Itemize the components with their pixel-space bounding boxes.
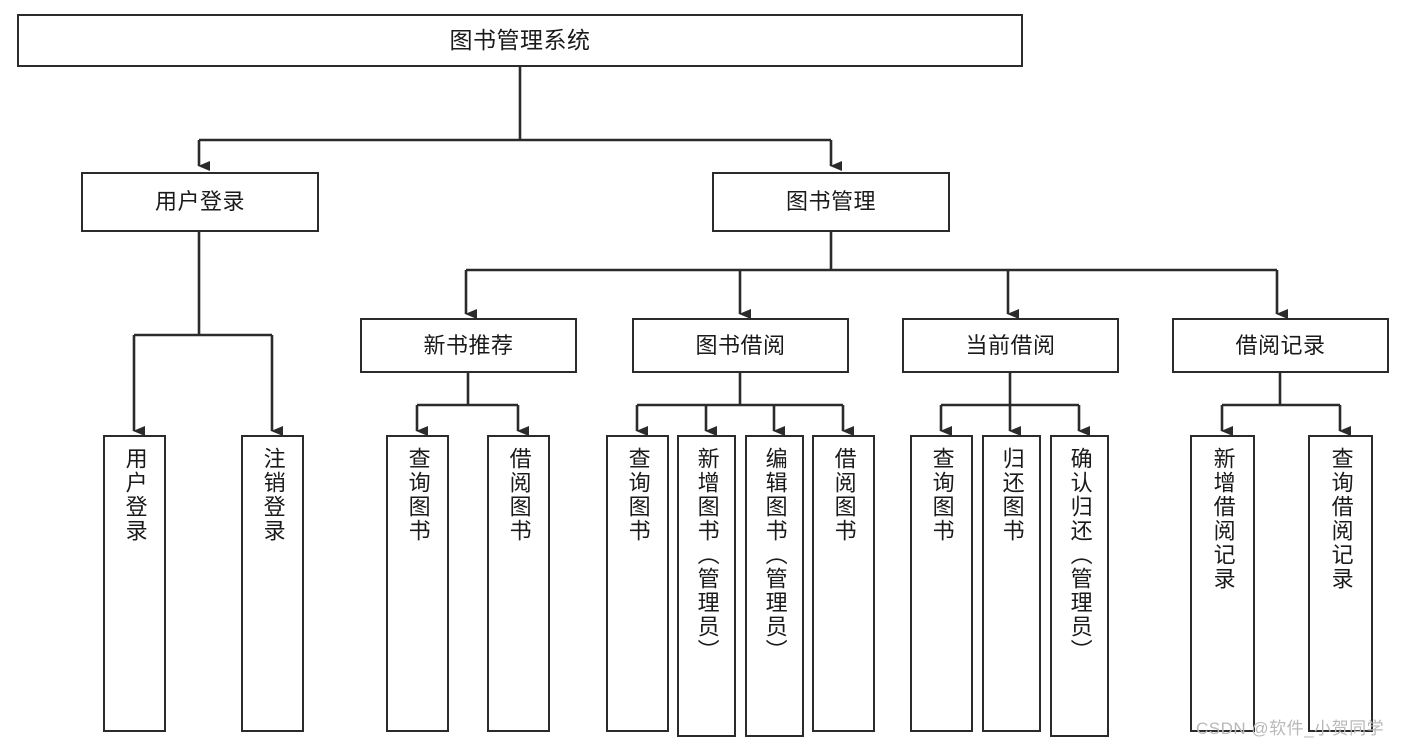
node-label: 查询借阅记录 bbox=[1328, 447, 1354, 591]
node-label: 注销登录 bbox=[260, 447, 286, 543]
node-label: 查询图书 bbox=[929, 447, 955, 543]
csdn-watermark: CSDN @软件_小贺同学 bbox=[1196, 719, 1385, 738]
node-label: 图书管理系统 bbox=[449, 26, 591, 53]
node-root-system[interactable]: 图书管理系统 bbox=[17, 14, 1023, 67]
leaf-current-query-book[interactable]: 查询图书 bbox=[910, 435, 973, 732]
node-label: 用户登录 bbox=[122, 447, 148, 543]
node-label: 借阅图书 bbox=[506, 447, 532, 543]
leaf-borrow-add-book-admin[interactable]: 新增图书（管理员） bbox=[677, 435, 736, 737]
node-label: 新增借阅记录 bbox=[1210, 447, 1236, 591]
node-label: 归还图书 bbox=[999, 447, 1025, 543]
node-book-management[interactable]: 图书管理 bbox=[712, 172, 950, 232]
node-label: 查询图书 bbox=[405, 447, 431, 543]
leaf-recommend-query-book[interactable]: 查询图书 bbox=[386, 435, 449, 732]
node-label: 图书借阅 bbox=[695, 332, 786, 358]
node-new-book-recommend[interactable]: 新书推荐 bbox=[360, 318, 577, 373]
node-label: 借阅图书 bbox=[831, 447, 857, 543]
node-book-borrow[interactable]: 图书借阅 bbox=[632, 318, 849, 373]
node-label: 图书管理 bbox=[785, 189, 876, 215]
node-label: 确认归还（管理员） bbox=[1067, 447, 1093, 663]
node-current-borrow[interactable]: 当前借阅 bbox=[902, 318, 1119, 373]
leaf-borrow-borrow-book[interactable]: 借阅图书 bbox=[812, 435, 875, 732]
node-label: 新增图书（管理员） bbox=[694, 447, 720, 663]
node-label: 借阅记录 bbox=[1235, 332, 1326, 358]
leaf-current-confirm-return-admin[interactable]: 确认归还（管理员） bbox=[1050, 435, 1109, 737]
leaf-record-add-record[interactable]: 新增借阅记录 bbox=[1190, 435, 1255, 732]
node-label: 查询图书 bbox=[625, 447, 651, 543]
leaf-borrow-query-book[interactable]: 查询图书 bbox=[606, 435, 669, 732]
node-label: 用户登录 bbox=[154, 189, 245, 215]
node-label: 新书推荐 bbox=[423, 332, 514, 358]
leaf-current-return-book[interactable]: 归还图书 bbox=[982, 435, 1041, 732]
node-user-login[interactable]: 用户登录 bbox=[81, 172, 319, 232]
leaf-user-logout[interactable]: 注销登录 bbox=[241, 435, 304, 732]
node-label: 当前借阅 bbox=[965, 332, 1056, 358]
leaf-record-query-record[interactable]: 查询借阅记录 bbox=[1308, 435, 1373, 732]
node-borrow-record[interactable]: 借阅记录 bbox=[1172, 318, 1389, 373]
leaf-borrow-edit-book-admin[interactable]: 编辑图书（管理员） bbox=[745, 435, 804, 737]
leaf-user-login[interactable]: 用户登录 bbox=[103, 435, 166, 732]
leaf-recommend-borrow-book[interactable]: 借阅图书 bbox=[487, 435, 550, 732]
node-label: 编辑图书（管理员） bbox=[762, 447, 788, 663]
